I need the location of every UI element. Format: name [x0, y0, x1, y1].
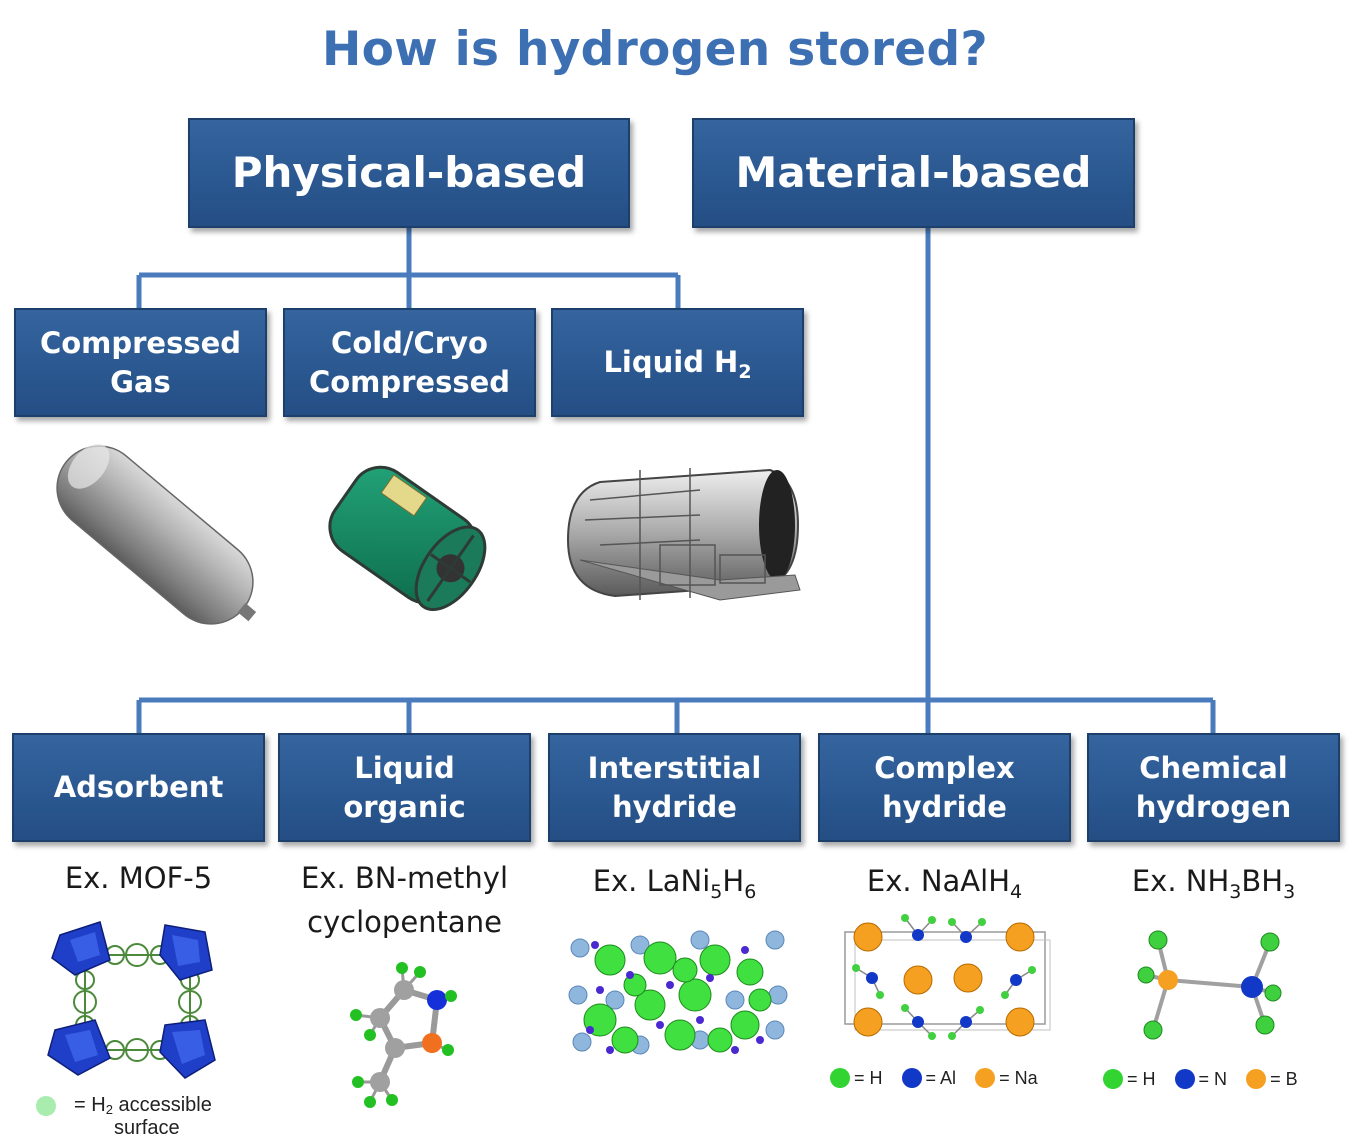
- b-atom-icon: [1246, 1069, 1267, 1089]
- example-nh3bh3: Ex. NH3BH3: [1131, 864, 1296, 903]
- h-atom-icon: [1103, 1069, 1123, 1089]
- complex-hydride-legend: = H = Al = Na: [830, 1068, 1052, 1089]
- box-liquid-h2: Liquid H2: [551, 308, 804, 417]
- connector-physical: [136, 228, 681, 308]
- box-physical-based: Physical-based: [188, 118, 630, 228]
- box-material-based: Material-based: [692, 118, 1135, 228]
- liquid-tank-icon: [566, 468, 801, 601]
- page-title: How is hydrogen stored?: [321, 22, 988, 77]
- mof-structure-icon: [36, 921, 216, 1116]
- na-atom-icon: [975, 1068, 996, 1088]
- lani-lattice-icon: [568, 930, 788, 1055]
- n-atom-icon: [1174, 1069, 1195, 1089]
- h-atom-icon: [830, 1068, 850, 1088]
- box-adsorbent: Adsorbent: [12, 733, 265, 842]
- example-mof5: Ex. MOF-5: [64, 861, 213, 895]
- bn-molecule-icon: [350, 962, 457, 1108]
- al-atom-icon: [901, 1068, 922, 1088]
- example-naalh4: Ex. NaAlH4: [866, 864, 1023, 903]
- connector-material: [136, 228, 1216, 733]
- nhbh-molecule-icon: [1137, 930, 1282, 1040]
- chemical-hydrogen-legend: = H = N = B: [1103, 1069, 1298, 1090]
- cryo-tank-icon: [328, 465, 487, 612]
- gas-cylinder-icon: [56, 443, 257, 625]
- mof-legend: = H2 accessible surface: [74, 1094, 212, 1139]
- example-lani5h6: Ex. LaNi5H6: [592, 864, 757, 903]
- naalh-crystal-icon: [844, 914, 1051, 1040]
